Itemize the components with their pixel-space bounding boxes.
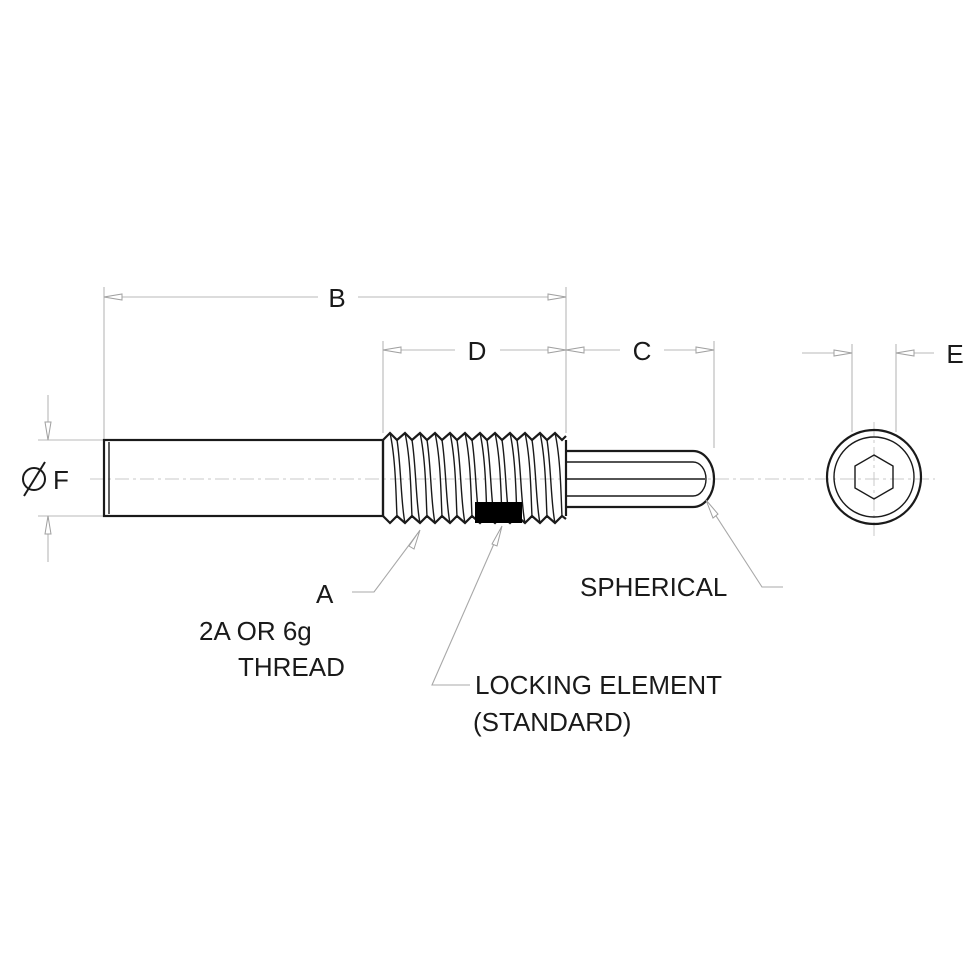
dimension-b: B — [103, 283, 567, 313]
dimension-e: E — [802, 339, 964, 369]
locking-element-callout: LOCKING ELEMENT — [475, 670, 722, 700]
dimension-f: F — [22, 395, 69, 562]
dimension-c: C — [565, 336, 715, 366]
smooth-shank — [102, 438, 385, 518]
dimension-c-label: C — [633, 336, 652, 366]
dimension-f-label: F — [53, 465, 69, 495]
dimension-e-label: E — [946, 339, 963, 369]
diameter-icon — [22, 461, 46, 497]
plunger-nose — [566, 449, 716, 509]
dimension-d-label: D — [468, 336, 487, 366]
end-view — [825, 428, 923, 526]
dimension-d: D — [382, 336, 567, 366]
locking-element-standard-callout: (STANDARD) — [473, 707, 631, 737]
extension-lines — [38, 287, 897, 517]
threaded-section — [381, 431, 568, 525]
dimension-b-label: B — [328, 283, 345, 313]
locking-element-patch — [475, 502, 522, 523]
thread-callout-word: THREAD — [238, 652, 345, 682]
thread-callout-letter: A — [316, 579, 334, 609]
hex-socket-icon — [854, 454, 894, 500]
leader-lines — [352, 499, 783, 686]
spherical-callout: SPHERICAL — [580, 572, 727, 602]
thread-callout-spec: 2A OR 6g — [199, 616, 312, 646]
